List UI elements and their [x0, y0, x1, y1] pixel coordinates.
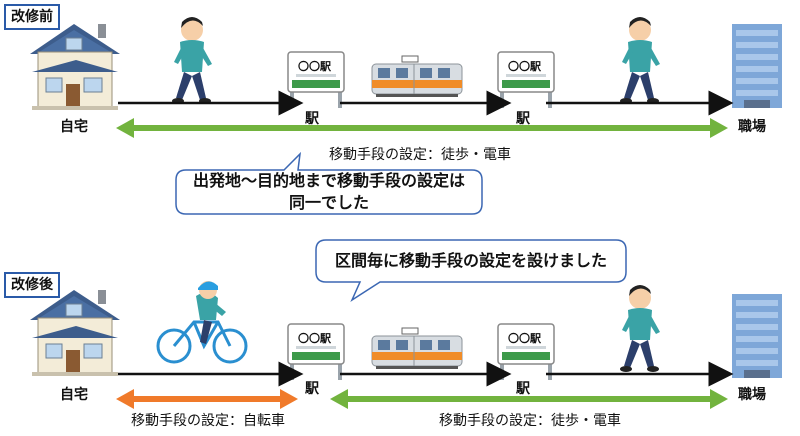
station-label: 駅	[305, 111, 319, 127]
callout-text-before: 出発地〜目的地まで移動手段の設定は 同一でした	[176, 170, 482, 214]
station-sign-text: 〇〇駅	[298, 60, 331, 73]
home-house-icon	[29, 23, 121, 111]
before-tag: 改修前	[4, 4, 60, 30]
station-label: 駅	[516, 381, 530, 397]
callout-line-2: 同一でした	[288, 193, 369, 212]
office-building-icon	[732, 24, 782, 108]
cyclist-icon	[156, 279, 248, 364]
station-sign-text: 〇〇駅	[508, 332, 541, 345]
train-icon	[371, 55, 463, 98]
walking-person-icon	[620, 285, 660, 372]
walking-person-icon	[620, 17, 660, 104]
work-label: 職場	[738, 387, 766, 403]
station-sign-text: 〇〇駅	[298, 332, 331, 345]
train-icon	[371, 327, 463, 370]
callout-bubble-before	[175, 151, 483, 215]
work-label: 職場	[738, 119, 766, 135]
station-label: 駅	[305, 381, 319, 397]
callout-bubble-after	[315, 239, 627, 302]
home-label: 自宅	[60, 119, 88, 135]
office-building-icon	[732, 294, 782, 378]
walking-person-icon	[172, 17, 212, 104]
station-label: 駅	[516, 111, 530, 127]
transport-caption-walk-train: 移動手段の設定：徒歩・電車	[439, 413, 621, 429]
transport-caption-bicycle: 移動手段の設定：自転車	[131, 413, 285, 429]
callout-line-1: 出発地〜目的地まで移動手段の設定は	[192, 171, 465, 190]
transport-range-arrow-walk-train	[330, 389, 728, 409]
home-label: 自宅	[60, 387, 88, 403]
home-house-icon	[29, 289, 121, 377]
transport-caption-full: 移動手段の設定：徒歩・電車	[329, 147, 511, 163]
transport-range-arrow-bicycle	[116, 389, 298, 409]
station-sign-text: 〇〇駅	[508, 60, 541, 73]
after-tag: 改修後	[4, 272, 60, 298]
transport-range-arrow-full	[116, 118, 728, 138]
callout-text-after: 区間毎に移動手段の設定を設けました	[334, 251, 607, 270]
